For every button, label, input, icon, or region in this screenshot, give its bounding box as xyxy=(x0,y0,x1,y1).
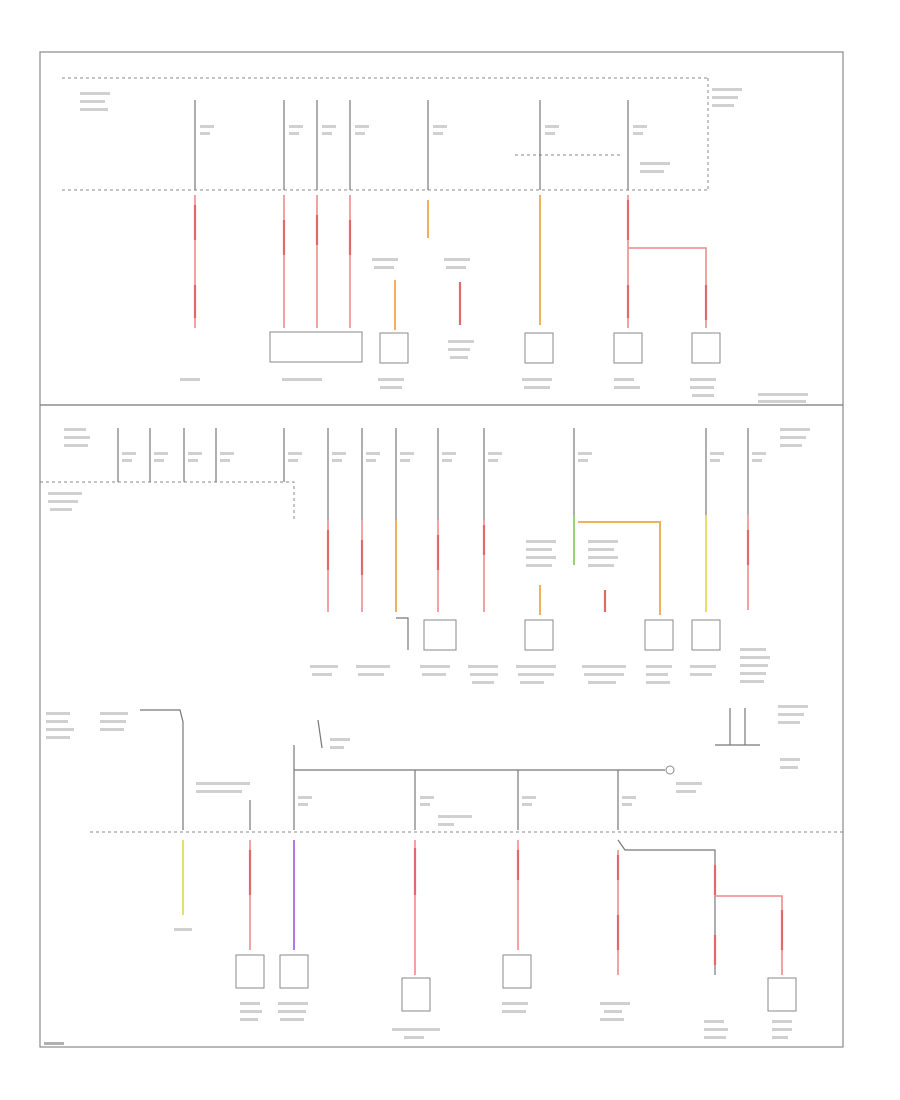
bottom-section xyxy=(44,709,843,1045)
top-components xyxy=(269,331,721,364)
bottom-wires xyxy=(182,839,784,975)
component-box xyxy=(269,331,363,363)
component-box xyxy=(502,954,532,989)
top-section xyxy=(62,77,808,403)
middle-left-labels xyxy=(48,428,810,511)
component-box xyxy=(379,332,409,364)
component-box xyxy=(524,332,554,364)
middle-components xyxy=(423,619,721,651)
component-box xyxy=(644,619,674,651)
bottom-components xyxy=(235,954,797,1012)
middle-fuses xyxy=(117,428,766,520)
relay-contacts xyxy=(715,705,808,769)
middle-component-labels xyxy=(310,540,770,684)
component-box xyxy=(691,619,721,651)
top-component-labels xyxy=(180,258,808,403)
component-box xyxy=(524,619,554,651)
bottom-component-labels xyxy=(44,928,792,1045)
bottom-fuse-labels xyxy=(298,796,636,806)
component-box xyxy=(767,977,797,1012)
component-box xyxy=(235,954,265,989)
component-box xyxy=(423,619,457,651)
middle-section xyxy=(40,428,810,769)
component-box xyxy=(401,977,431,1012)
bottom-left-labels xyxy=(46,712,702,826)
component-box xyxy=(279,954,309,989)
diagram-frame xyxy=(39,51,844,1048)
middle-wires xyxy=(326,515,750,650)
top-wires xyxy=(193,195,708,330)
top-box-labels xyxy=(80,88,742,173)
component-box xyxy=(691,332,721,364)
component-box xyxy=(613,332,643,364)
top-fuses xyxy=(194,100,647,190)
